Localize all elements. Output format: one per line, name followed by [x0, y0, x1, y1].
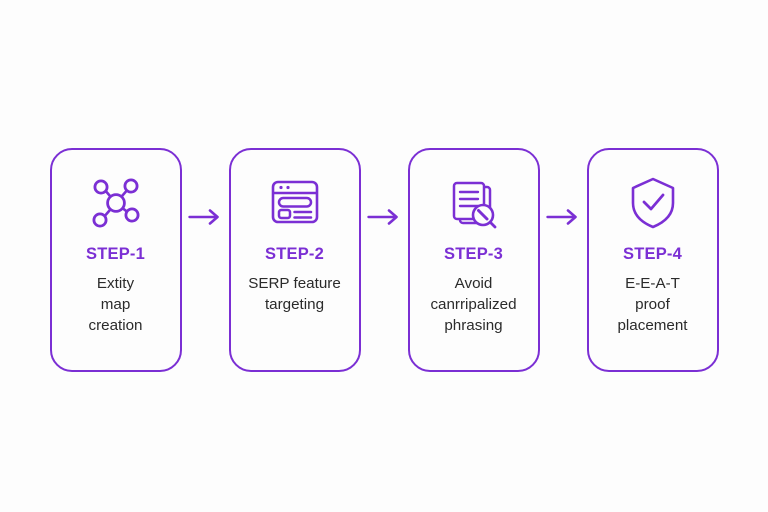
- step-card-1[interactable]: STEP-1 Extity map creation: [49, 148, 182, 372]
- step-label: STEP-3: [444, 245, 503, 263]
- arrow-right-icon: [366, 209, 398, 225]
- shield-check-icon: [622, 172, 684, 234]
- browser-serp-window-icon: [264, 172, 326, 234]
- step-description: SERP feature targeting: [248, 275, 341, 313]
- arrow-right-icon: [187, 209, 219, 225]
- arrow-right-icon: [545, 209, 577, 225]
- connector-arrow-3: [540, 148, 587, 372]
- step-label: STEP-2: [265, 245, 324, 263]
- step-card-2[interactable]: STEP-2 SERP feature targeting: [228, 148, 361, 372]
- step-label: STEP-4: [623, 245, 682, 263]
- step-label: STEP-1: [86, 245, 145, 263]
- step-description: Avoid canrripalized phrasing: [430, 275, 517, 334]
- step-card-4[interactable]: STEP-4 E-E-A-T proof placement: [586, 148, 719, 372]
- documents-magnifier-icon: [443, 172, 505, 234]
- step-description: Extity map creation: [88, 275, 143, 334]
- network-nodes-icon: [85, 172, 147, 234]
- step-description: E-E-A-T proof placement: [617, 275, 688, 334]
- step-card-3[interactable]: STEP-3 Avoid canrripalized phrasing: [407, 148, 540, 372]
- connector-arrow-1: [182, 148, 229, 372]
- connector-arrow-2: [361, 148, 408, 372]
- process-flow: STEP-1 Extity map creation: [0, 148, 768, 372]
